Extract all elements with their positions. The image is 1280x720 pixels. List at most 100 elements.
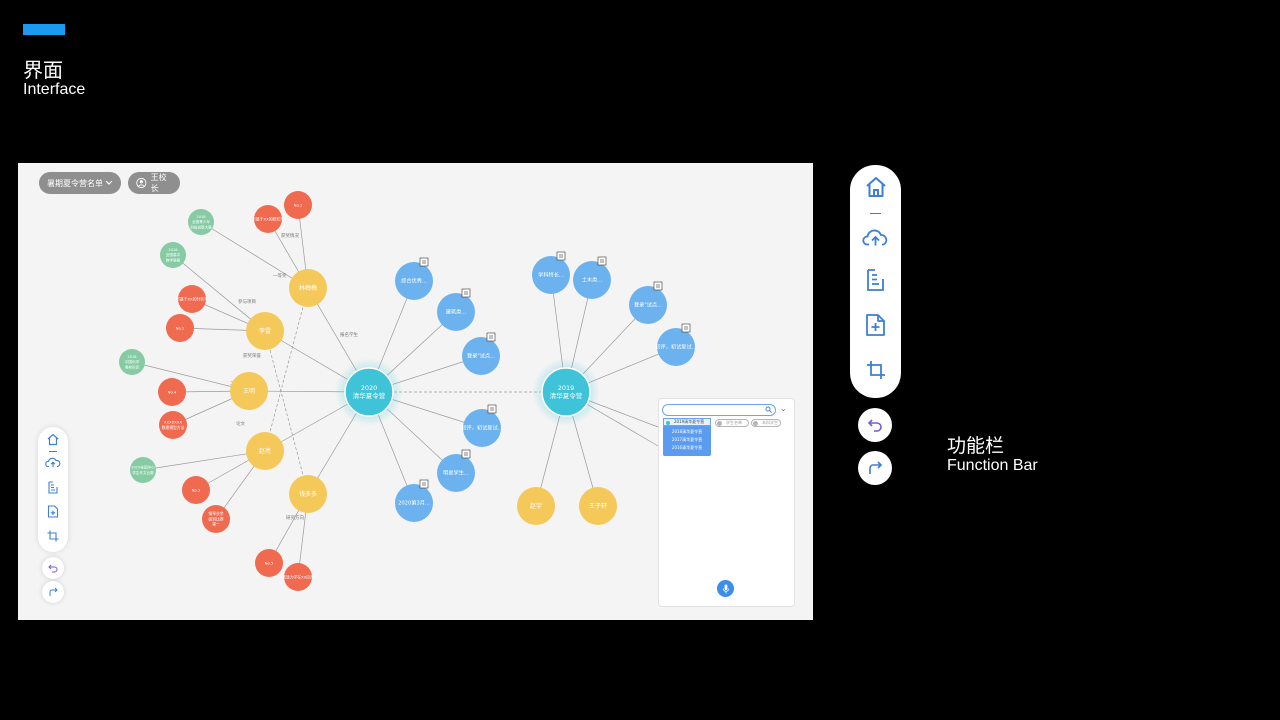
blue-node-circle[interactable] <box>657 328 695 366</box>
cloud-upload-icon[interactable] <box>862 228 889 247</box>
yellow-node-circle[interactable] <box>289 475 327 513</box>
red-node[interactable]: 《浅谈力学在XX应用》 <box>278 563 318 591</box>
blue-node[interactable]: 明星学生... <box>437 454 475 492</box>
document-icon[interactable] <box>486 332 496 342</box>
document-icon[interactable] <box>461 288 471 298</box>
red-node-circle[interactable] <box>182 476 210 504</box>
list-select[interactable]: 暑期夏令营名单 <box>39 172 121 194</box>
user-button[interactable]: 王校长 <box>128 172 180 194</box>
dropdown-option[interactable]: 2016清华夏令营 <box>671 445 703 450</box>
hub-node-circle[interactable] <box>344 367 394 417</box>
red-node-circle[interactable] <box>254 205 282 233</box>
blue-node[interactable]: 初评，初试复试... <box>461 409 503 447</box>
redo-button[interactable] <box>858 451 892 485</box>
yellow-node-circle[interactable] <box>246 312 284 350</box>
blue-node[interactable]: 综合优秀... <box>395 262 433 300</box>
search-input[interactable] <box>662 404 776 416</box>
dropdown-option[interactable]: 2017清华夏令营 <box>671 437 703 442</box>
blue-node[interactable]: 建筑类... <box>437 293 475 331</box>
blue-node-circle[interactable] <box>629 286 667 324</box>
yellow-node[interactable]: 林梅梅 <box>289 269 327 307</box>
filter-tag-1[interactable]: 学生名单 <box>715 419 749 427</box>
cloud-upload-icon[interactable] <box>45 457 61 468</box>
yellow-node-circle[interactable] <box>289 269 327 307</box>
filter-tag-2[interactable]: 本科学生 <box>751 419 781 427</box>
redo-button[interactable] <box>42 581 64 603</box>
camp-dropdown[interactable]: 2019清华夏令营 2018清华夏令营 2017清华夏令营 2016清华夏令营 <box>663 418 711 456</box>
red-node[interactable]: 《基于XX的分析》 <box>176 285 208 313</box>
yellow-node[interactable]: 赵亮 <box>246 432 284 470</box>
red-node[interactable]: 《基于XX的研究》 <box>252 205 284 233</box>
red-node[interactable]: No.1 <box>284 191 312 219</box>
document-icon[interactable] <box>681 323 691 333</box>
red-node-circle[interactable] <box>166 314 194 342</box>
red-node-circle[interactable] <box>255 549 283 577</box>
home-icon[interactable] <box>864 176 888 198</box>
document-icon[interactable] <box>556 251 566 261</box>
graph-canvas[interactable]: 获奖情况一等奖参与项目获奖荣誉二等奖论文排名研究方向报名学生2018全国青少年科… <box>18 163 813 620</box>
document-list-icon[interactable] <box>47 481 59 494</box>
red-node[interactable]: No.4 <box>158 378 186 406</box>
yellow-node[interactable]: 王明 <box>230 372 268 410</box>
green-node-circle[interactable] <box>188 209 214 235</box>
yellow-node-circle[interactable] <box>230 372 268 410</box>
blue-node[interactable]: 2020第3月... <box>395 484 433 522</box>
dropdown-selected[interactable]: 2019清华夏令营 <box>663 418 711 426</box>
red-node-circle[interactable] <box>159 411 187 439</box>
blue-node-circle[interactable] <box>395 484 433 522</box>
red-node-circle[interactable] <box>284 563 312 591</box>
search-icon[interactable] <box>765 406 772 413</box>
green-node-circle[interactable] <box>119 349 145 375</box>
yellow-node[interactable]: 王子轩 <box>579 487 617 525</box>
blue-node-circle[interactable] <box>395 262 433 300</box>
document-icon[interactable] <box>597 256 607 266</box>
document-icon[interactable] <box>419 257 429 267</box>
yellow-node-circle[interactable] <box>579 487 617 525</box>
blue-node[interactable]: 土木类... <box>573 261 611 299</box>
blue-node[interactable]: 登录"试点... <box>462 337 500 375</box>
blue-node[interactable]: 学科特长... <box>532 256 570 294</box>
blue-node-circle[interactable] <box>437 454 475 492</box>
blue-node-circle[interactable] <box>573 261 611 299</box>
yellow-node[interactable]: 李雷 <box>246 312 284 350</box>
red-node-circle[interactable] <box>178 285 206 313</box>
knowledge-graph[interactable]: 获奖情况一等奖参与项目获奖荣誉二等奖论文排名研究方向报名学生2018全国青少年科… <box>18 163 813 620</box>
red-node-circle[interactable] <box>202 505 230 533</box>
crop-icon[interactable] <box>866 360 886 380</box>
blue-node-circle[interactable] <box>437 293 475 331</box>
yellow-node-circle[interactable] <box>517 487 555 525</box>
undo-button[interactable] <box>858 408 892 442</box>
crop-icon[interactable] <box>47 530 59 542</box>
hub-node-circle[interactable] <box>541 367 591 417</box>
document-icon[interactable] <box>487 404 497 414</box>
yellow-node[interactable]: 钱多多 <box>289 475 327 513</box>
home-icon[interactable] <box>46 433 60 446</box>
chevron-down-icon[interactable]: ⌄ <box>780 404 787 413</box>
blue-node[interactable]: 登录"试点... <box>629 286 667 324</box>
dropdown-option[interactable]: 2018清华夏令营 <box>671 429 703 434</box>
blue-node-circle[interactable] <box>532 256 570 294</box>
blue-node-circle[interactable] <box>462 337 500 375</box>
red-node[interactable]: No.3 <box>182 476 210 504</box>
document-icon[interactable] <box>461 449 471 459</box>
hub-node[interactable]: 2019清华夏令营 <box>541 367 591 417</box>
blue-node-circle[interactable] <box>463 409 501 447</box>
green-node-circle[interactable] <box>160 242 186 268</box>
red-node[interactable]: No.5 <box>255 549 283 577</box>
document-list-icon[interactable] <box>865 268 886 292</box>
add-file-icon[interactable] <box>865 313 886 337</box>
blue-node[interactable]: 初评，初试复试... <box>655 328 697 366</box>
add-file-icon[interactable] <box>47 505 59 518</box>
undo-button[interactable] <box>42 557 64 579</box>
green-node-circle[interactable] <box>130 457 156 483</box>
red-node[interactable]: No.2 <box>166 314 194 342</box>
yellow-node[interactable]: 赵宇 <box>517 487 555 525</box>
microphone-button[interactable] <box>717 580 734 597</box>
